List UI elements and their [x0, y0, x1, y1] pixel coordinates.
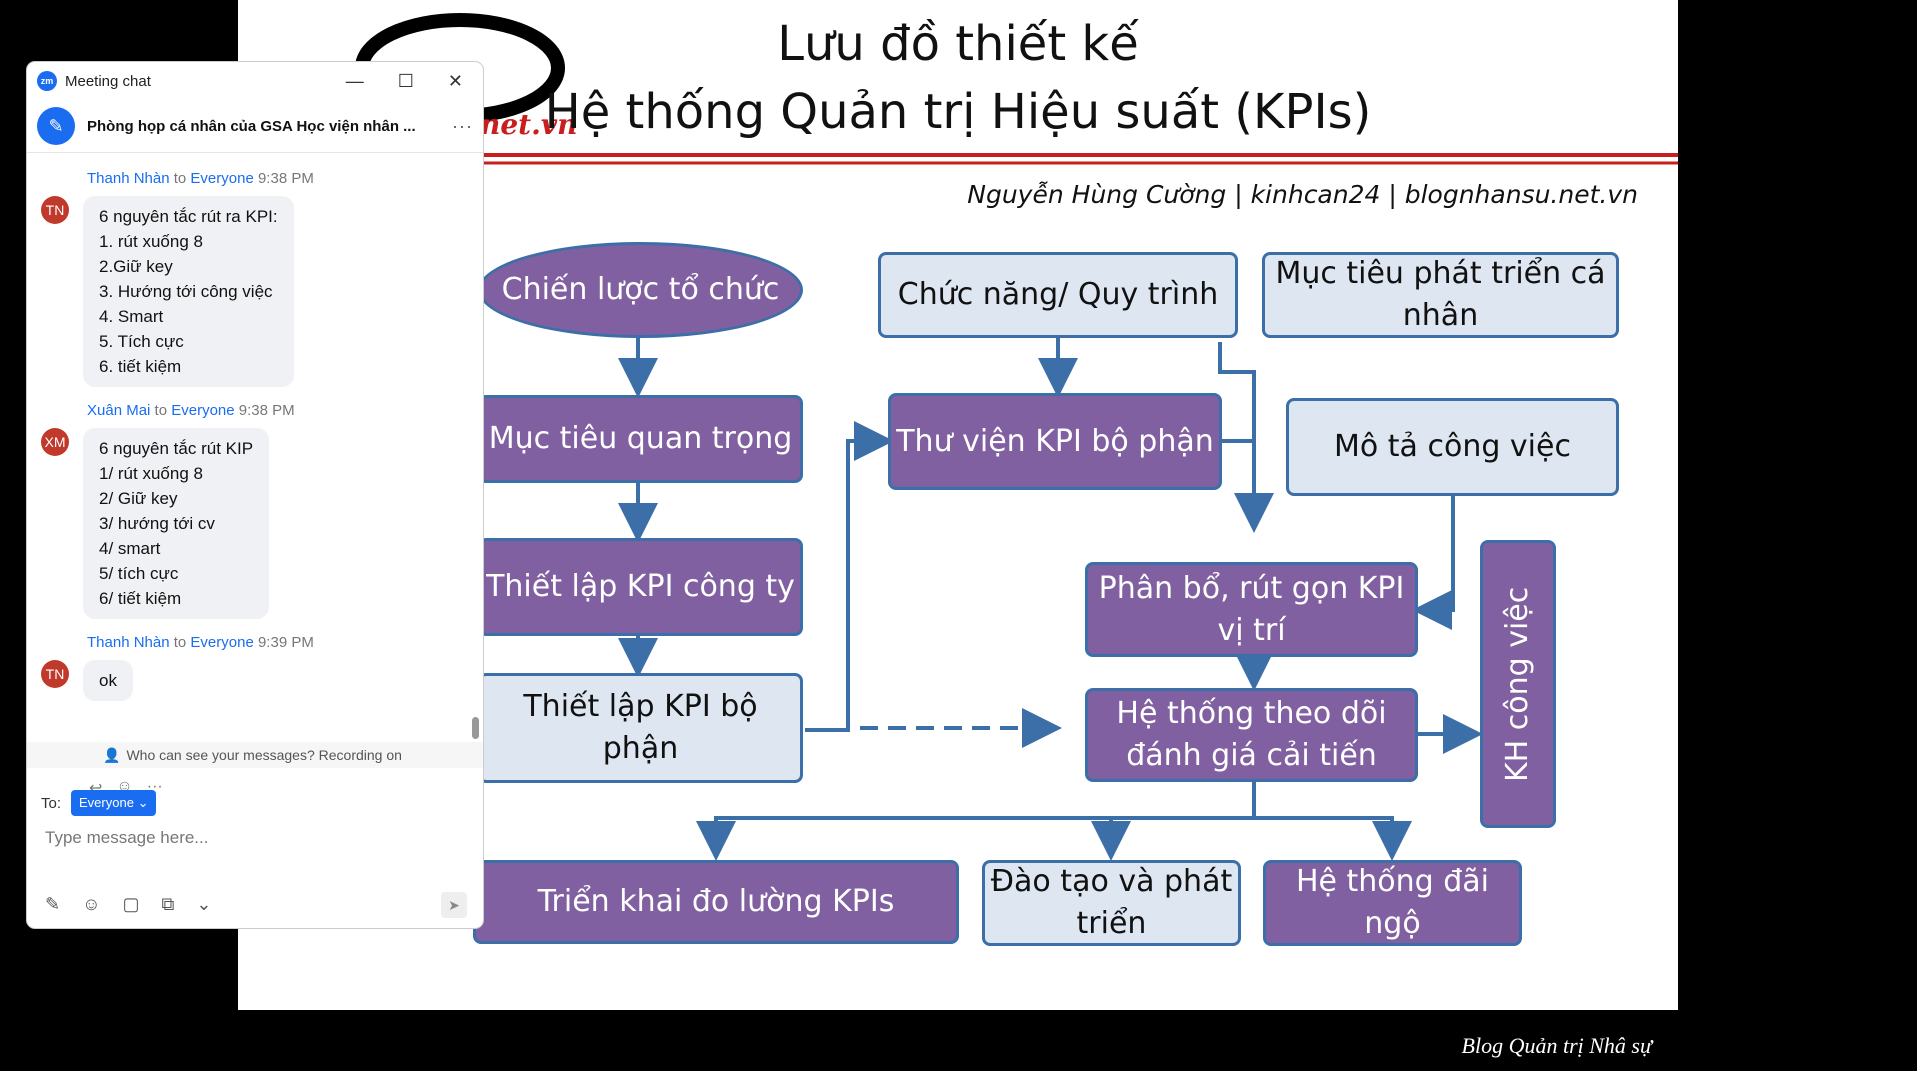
room-edit-icon[interactable]: ✎ [37, 107, 75, 145]
recipient-name: Everyone [190, 634, 254, 651]
close-icon[interactable]: ✕ [447, 70, 463, 91]
maximize-icon[interactable]: ☐ [397, 70, 414, 91]
box-kpi-cong-ty: Thiết lập KPI công ty [478, 538, 803, 636]
room-name[interactable]: Phòng họp cá nhân của GSA Học viện nhân … [87, 117, 416, 135]
box-mo-ta-cong-viec: Mô tả công việc [1286, 398, 1619, 496]
message-input[interactable]: Type message here... [45, 828, 209, 847]
message-time: 9:38 PM [238, 402, 295, 419]
box-he-thong-theo-doi: Hệ thống theo dõi đánh giá cải tiến [1085, 688, 1418, 782]
room-header: ✎ Phòng họp cá nhân của GSA Học viện nhâ… [27, 100, 483, 153]
avatar: TN [41, 196, 69, 224]
more-options-icon[interactable]: ··· [452, 115, 473, 136]
meeting-chat-window: zm Meeting chat — ☐ ✕ ✎ Phòng họp cá nhâ… [27, 62, 483, 928]
box-kpi-bo-phan: Thiết lập KPI bộ phận [478, 673, 803, 783]
logo-text: net.vn [480, 108, 578, 141]
sender-name[interactable]: Thanh Nhàn [87, 634, 170, 651]
box-dao-tao: Đào tạo và phát triển [982, 860, 1241, 946]
slide-title-line1: Lưu đồ thiết kế [777, 16, 1139, 72]
message-time: 9:39 PM [257, 634, 314, 651]
message-time: 9:38 PM [257, 170, 314, 187]
chat-messages: Thanh Nhàn to Everyone 9:38 PM TN 6 nguy… [27, 154, 471, 734]
zoom-logo-icon: zm [37, 71, 57, 91]
slide-footer: Blog Quản trị Nhâ sự [1461, 1033, 1652, 1058]
box-chien-luoc: Chiến lược tổ chức [478, 242, 803, 338]
message-bubble: ok [83, 660, 133, 701]
avatar: TN [41, 660, 69, 688]
box-trien-khai: Triển khai đo lường KPIs [473, 860, 959, 944]
sender-name[interactable]: Xuân Mai [87, 402, 151, 419]
recipient-dropdown[interactable]: Everyone ⌄ [71, 790, 157, 816]
message-meta: Thanh Nhàn to Everyone 9:38 PM [87, 170, 314, 187]
compose-toolbar: ✎ ☺ ▢ ⧉ ⌄ [45, 894, 211, 915]
recipient-row: To: Everyone ⌄ [41, 790, 157, 816]
box-dai-ngo: Hệ thống đãi ngộ [1263, 860, 1522, 946]
message-meta: Thanh Nhàn to Everyone 9:39 PM [87, 634, 314, 651]
slide-title-line2: Hệ thống Quản trị Hiệu suất (KPIs) [544, 84, 1372, 140]
box-kh-cong-viec: KH công việc [1480, 540, 1556, 828]
send-icon[interactable]: ➤ [441, 892, 467, 918]
box-phan-bo-kpi: Phân bổ, rút gọn KPI vị trí [1085, 562, 1418, 657]
emoji-icon[interactable]: ☺ [82, 894, 101, 914]
person-icon: 👤 [103, 746, 121, 763]
screenshot-icon[interactable]: ⧉ [161, 894, 175, 914]
chat-titlebar[interactable]: zm Meeting chat — ☐ ✕ [27, 62, 483, 100]
sender-name[interactable]: Thanh Nhàn [87, 170, 170, 187]
message-bubble: 6 nguyên tắc rút KIP 1/ rút xuống 8 2/ G… [83, 428, 270, 619]
box-muc-tieu-ca-nhan: Mục tiêu phát triển cá nhân [1262, 252, 1619, 338]
slide-author: Nguyễn Hùng Cường | kinhcan24 | blognhan… [967, 180, 1638, 209]
avatar: XM [41, 428, 69, 456]
chevron-down-icon: ⌄ [137, 795, 149, 810]
format-icon[interactable]: ✎ [45, 894, 61, 914]
recipient-name: Everyone [171, 402, 235, 419]
privacy-notice[interactable]: 👤 Who can see your messages? Recording o… [27, 742, 483, 768]
file-icon[interactable]: ▢ [122, 894, 140, 914]
box-chuc-nang: Chức năng/ Quy trình [878, 252, 1238, 338]
recipient-name: Everyone [190, 170, 254, 187]
scrollbar-thumb[interactable] [472, 717, 479, 739]
to-label: To: [41, 794, 62, 812]
minimize-icon[interactable]: — [345, 70, 364, 91]
box-thu-vien-kpi: Thư viện KPI bộ phận [888, 393, 1222, 490]
chat-window-title: Meeting chat [65, 72, 151, 90]
message-meta: Xuân Mai to Everyone 9:38 PM [87, 402, 295, 419]
message-bubble: 6 nguyên tắc rút ra KPI: 1. rút xuống 8 … [83, 196, 294, 387]
chevron-down-icon[interactable]: ⌄ [196, 894, 212, 914]
box-muc-tieu-quan-trong: Mục tiêu quan trọng [478, 395, 803, 483]
